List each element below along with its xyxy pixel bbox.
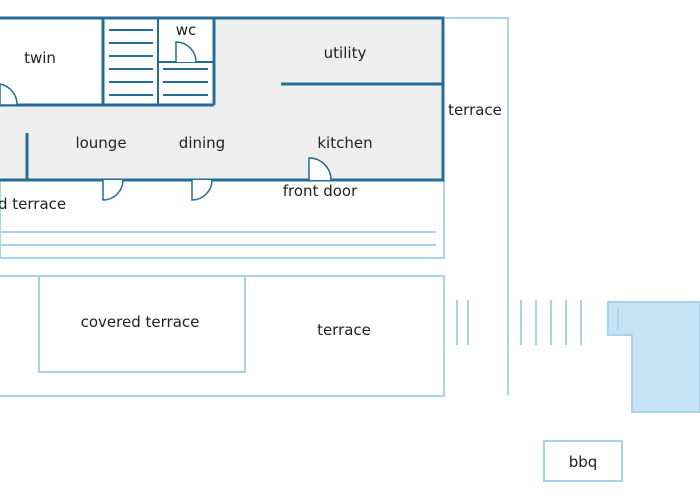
door-swing-icon	[102, 179, 124, 201]
room-label-kitchen: kitchen	[317, 134, 372, 152]
side-terrace-label: terrace	[448, 101, 502, 119]
door-swing-icon	[308, 157, 332, 181]
room-label-lounge: lounge	[75, 134, 126, 152]
front-strip-outline	[0, 180, 445, 259]
pool-shape	[607, 301, 700, 413]
bbq-label: bbq	[569, 453, 598, 471]
front-terrace-label: terrace	[317, 321, 371, 339]
front-terrace-outline	[0, 275, 445, 397]
house-outer-wall	[0, 16, 445, 182]
twin-room-floor	[0, 18, 103, 105]
room-label-twin: twin	[24, 49, 56, 67]
stair-icon	[109, 29, 208, 96]
door-swing-icon	[0, 83, 18, 106]
pool-steps	[456, 300, 582, 345]
room-label-wc: wc	[176, 21, 197, 39]
front-door-label: front door	[283, 182, 358, 200]
room-label-dining: dining	[179, 134, 225, 152]
covered-terrace-label: covered terrace	[81, 313, 200, 331]
covered-terrace-outline	[38, 275, 246, 373]
side-terrace-outline	[445, 17, 509, 395]
covered-terrace-partial-label: d terrace	[0, 195, 66, 213]
room-label-utility: utility	[324, 44, 367, 62]
door-swing-icon	[191, 179, 213, 201]
door-swing-icon	[175, 41, 197, 63]
bbq-outline	[543, 440, 623, 482]
